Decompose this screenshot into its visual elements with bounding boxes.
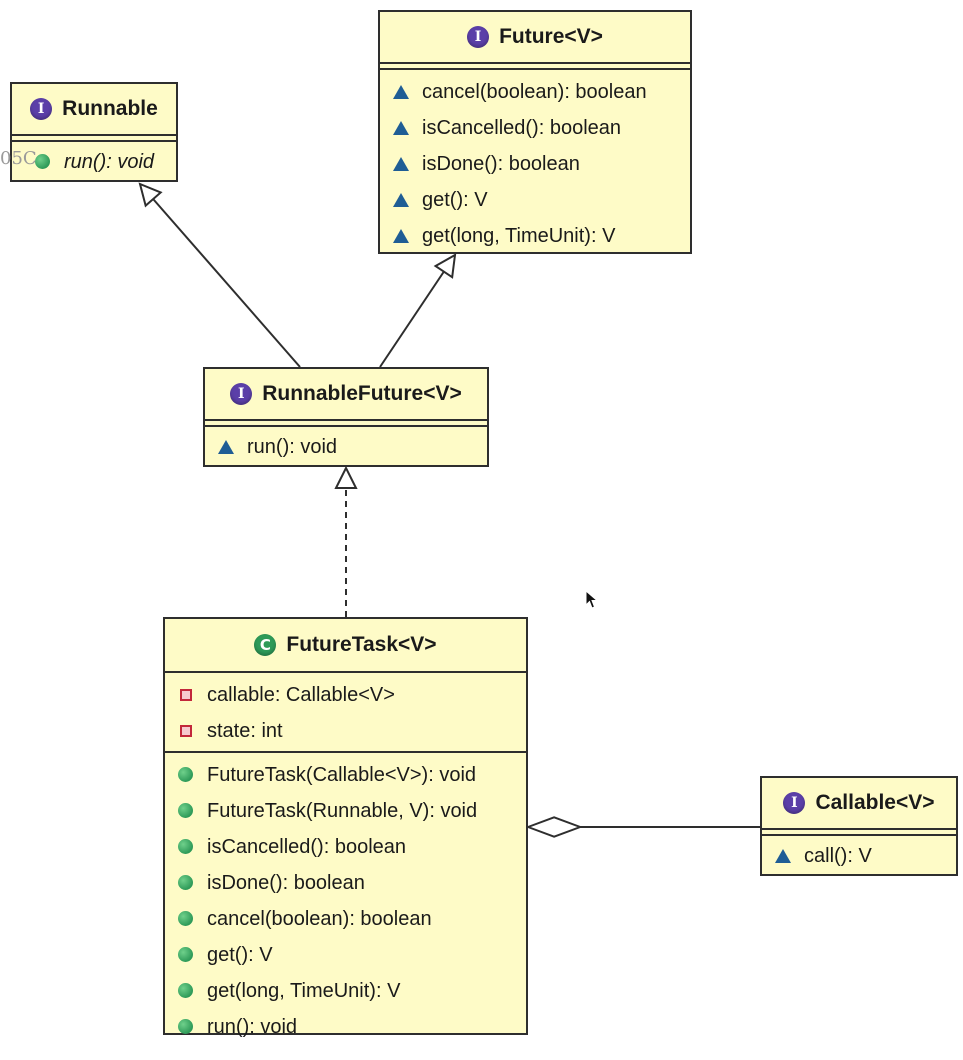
method-row[interactable]: FutureTask(Callable<V>): void	[165, 757, 526, 793]
private-visibility-square-icon	[177, 686, 195, 704]
method-signature: run(): void	[64, 150, 155, 173]
ghost-text: 05C	[0, 148, 37, 169]
method-signature: FutureTask(Runnable, V): void	[207, 799, 478, 822]
method-row[interactable]: isDone(): boolean	[380, 146, 690, 182]
method-signature: run(): void	[207, 1015, 298, 1038]
compartment-divider	[12, 136, 176, 142]
method-row[interactable]: get(long, TimeUnit): V	[165, 973, 526, 1009]
public-visibility-circle-icon	[177, 1018, 195, 1036]
method-signature: isDone(): boolean	[207, 871, 365, 894]
class-header-future: I Future<V>	[380, 12, 690, 64]
public-visibility-circle-icon	[177, 910, 195, 928]
class-box-callable[interactable]: I Callable<V> call(): V	[760, 776, 958, 876]
methods-compartment: run(): void	[12, 142, 176, 184]
public-visibility-circle-icon	[177, 838, 195, 856]
class-box-runnable[interactable]: I Runnable run(): void	[10, 82, 178, 182]
method-row[interactable]: get(): V	[380, 182, 690, 218]
private-visibility-square-icon	[177, 722, 195, 740]
package-visibility-triangle-icon	[774, 847, 792, 865]
methods-compartment: call(): V	[762, 836, 956, 878]
fields-compartment: callable: Callable<V> state: int	[165, 673, 526, 753]
method-signature: cancel(boolean): boolean	[422, 80, 647, 103]
method-signature: isDone(): boolean	[422, 152, 580, 175]
methods-compartment: run(): void	[205, 427, 487, 469]
class-name: FutureTask<V>	[286, 633, 437, 656]
methods-compartment: FutureTask(Callable<V>): void FutureTask…	[165, 753, 526, 1049]
method-signature: run(): void	[247, 435, 338, 458]
package-visibility-triangle-icon	[392, 227, 410, 245]
generalization-runnablefuture-future	[379, 255, 455, 368]
method-row[interactable]: call(): V	[762, 838, 956, 874]
mouse-pointer-icon	[585, 590, 599, 609]
public-visibility-circle-icon	[177, 766, 195, 784]
public-visibility-circle-icon	[177, 982, 195, 1000]
method-signature: get(): V	[207, 943, 273, 966]
public-visibility-circle-icon	[177, 874, 195, 892]
interface-badge-icon: I	[783, 792, 806, 814]
class-name: Future<V>	[499, 25, 603, 48]
method-signature: call(): V	[804, 844, 872, 867]
class-box-futuretask[interactable]: C FutureTask<V> callable: Callable<V> st…	[163, 617, 528, 1038]
method-row[interactable]: run(): void	[205, 429, 487, 465]
class-box-runnablefuture[interactable]: I RunnableFuture<V> run(): void	[203, 367, 489, 467]
method-row[interactable]: get(long, TimeUnit): V	[380, 218, 690, 254]
class-badge-icon: C	[254, 634, 277, 656]
field-row[interactable]: state: int	[165, 713, 526, 749]
method-signature: get(): V	[422, 188, 488, 211]
compartment-divider	[762, 830, 956, 836]
method-row[interactable]: cancel(boolean): boolean	[165, 901, 526, 937]
class-box-future[interactable]: I Future<V> cancel(boolean): boolean isC…	[378, 10, 692, 254]
method-signature: isCancelled(): boolean	[207, 835, 407, 858]
class-name: Runnable	[62, 97, 158, 120]
method-row[interactable]: FutureTask(Runnable, V): void	[165, 793, 526, 829]
method-signature: FutureTask(Callable<V>): void	[207, 763, 477, 786]
interface-badge-icon: I	[30, 98, 53, 120]
compartment-divider	[380, 64, 690, 70]
method-row[interactable]: isDone(): boolean	[165, 865, 526, 901]
class-header-runnable: I Runnable	[12, 84, 176, 136]
interface-badge-icon: I	[230, 383, 253, 405]
class-header-callable: I Callable<V>	[762, 778, 956, 830]
public-visibility-circle-icon	[177, 802, 195, 820]
field-row[interactable]: callable: Callable<V>	[165, 677, 526, 713]
methods-compartment: cancel(boolean): boolean isCancelled(): …	[380, 70, 690, 258]
package-visibility-triangle-icon	[392, 83, 410, 101]
field-signature: state: int	[207, 719, 283, 742]
package-visibility-triangle-icon	[392, 119, 410, 137]
method-signature: isCancelled(): boolean	[422, 116, 622, 139]
method-row[interactable]: get(): V	[165, 937, 526, 973]
package-visibility-triangle-icon	[217, 438, 235, 456]
method-row[interactable]: run(): void	[165, 1009, 526, 1045]
field-signature: callable: Callable<V>	[207, 683, 395, 706]
package-visibility-triangle-icon	[392, 155, 410, 173]
method-signature: get(long, TimeUnit): V	[422, 224, 616, 247]
method-signature: get(long, TimeUnit): V	[207, 979, 401, 1002]
class-name: RunnableFuture<V>	[262, 382, 462, 405]
class-name: Callable<V>	[815, 791, 935, 814]
interface-badge-icon: I	[467, 26, 490, 48]
method-row[interactable]: run(): void	[12, 144, 176, 180]
method-signature: cancel(boolean): boolean	[207, 907, 432, 930]
public-visibility-circle-icon	[34, 153, 52, 171]
method-row[interactable]: isCancelled(): boolean	[380, 110, 690, 146]
package-visibility-triangle-icon	[392, 191, 410, 209]
compartment-divider	[205, 421, 487, 427]
method-row[interactable]: cancel(boolean): boolean	[380, 74, 690, 110]
method-row[interactable]: isCancelled(): boolean	[165, 829, 526, 865]
public-visibility-circle-icon	[177, 946, 195, 964]
generalization-runnablefuture-runnable	[140, 184, 301, 368]
class-header-runnablefuture: I RunnableFuture<V>	[205, 369, 487, 421]
class-header-futuretask: C FutureTask<V>	[165, 619, 526, 673]
